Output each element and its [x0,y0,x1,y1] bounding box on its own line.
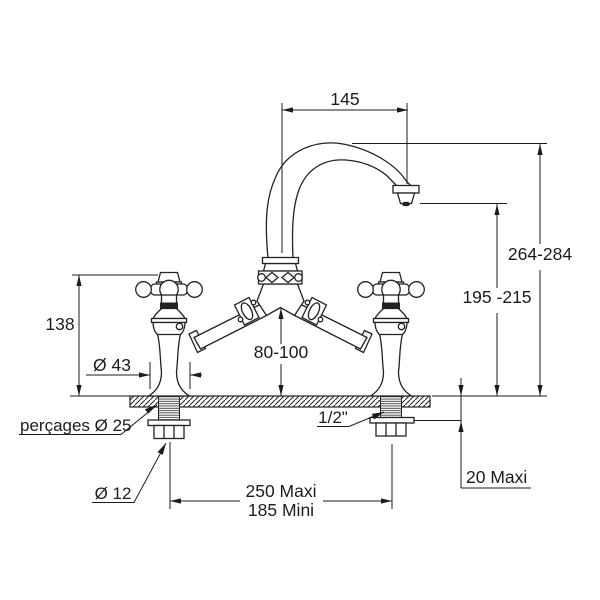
spout [265,142,414,259]
dim-deck-thickness-max: 20 Maxi [466,467,527,487]
label-connection: 1/2" [318,408,348,427]
counter-slab [129,395,431,408]
aerator [392,184,420,207]
center-junction [256,256,305,317]
left-shank-assembly [147,395,191,440]
label-drilling: perçages Ø 25 [20,416,132,435]
faucet-body [129,142,431,440]
dim-under-spout-clearance: 80-100 [254,342,309,362]
bridge-arm-right [293,296,373,354]
dim-centers-max: 250 Maxi [245,481,316,501]
dim-outlet-height: 195 -215 [462,287,531,307]
bridge-arm-left [188,296,268,354]
dim-body-diameter: Ø 43 [93,355,131,375]
dim-handle-height: 138 [45,314,74,334]
dim-total-height: 264-284 [508,244,572,264]
right-shank-assembly [369,395,415,437]
label-stud-diameter: Ø 12 [95,484,132,503]
dim-spout-reach: 145 [330,89,359,109]
dimension-lines [19,103,547,509]
dim-centers-min: 185 Mini [248,500,314,520]
dimension-labels: 145 264-284 195 -215 138 Ø 43 80-100 per… [20,89,572,520]
